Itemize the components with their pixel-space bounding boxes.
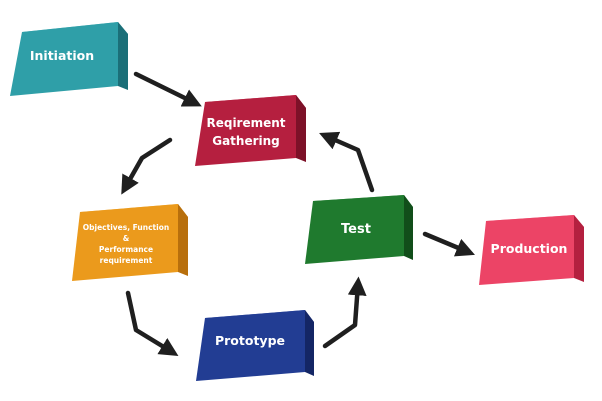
prototype-label: Prototype bbox=[215, 333, 285, 348]
arrow-requirement-to-objectives bbox=[121, 137, 173, 195]
test-node: Test bbox=[305, 195, 413, 264]
objectives-node: Objectives, Function & Performance requi… bbox=[72, 204, 188, 281]
production-label: Production bbox=[491, 241, 568, 256]
test-label: Test bbox=[341, 222, 371, 237]
objectives-label-line2: & bbox=[123, 234, 130, 243]
objectives-label-line3: Performance bbox=[99, 245, 153, 254]
requirement-gathering-label-line1: Reqirement bbox=[206, 116, 285, 130]
objectives-label-line1: Objectives, Function bbox=[83, 223, 169, 232]
initiation-node: Initiation bbox=[10, 22, 128, 96]
arrow-test-to-requirement bbox=[319, 131, 375, 193]
objectives-label-line4: requirement bbox=[100, 256, 153, 265]
arrow-objectives-to-prototype bbox=[125, 290, 179, 356]
initiation-label: Initiation bbox=[30, 48, 94, 63]
production-node: Production bbox=[479, 215, 584, 285]
prototype-node: Prototype bbox=[196, 310, 314, 381]
arrow-initiation-to-requirement bbox=[133, 71, 202, 107]
arrow-prototype-to-test bbox=[322, 276, 367, 349]
arrow-test-to-production bbox=[422, 231, 475, 257]
requirement-gathering-node: Reqirement Gathering bbox=[195, 95, 306, 166]
requirement-gathering-label-line2: Gathering bbox=[212, 134, 280, 148]
